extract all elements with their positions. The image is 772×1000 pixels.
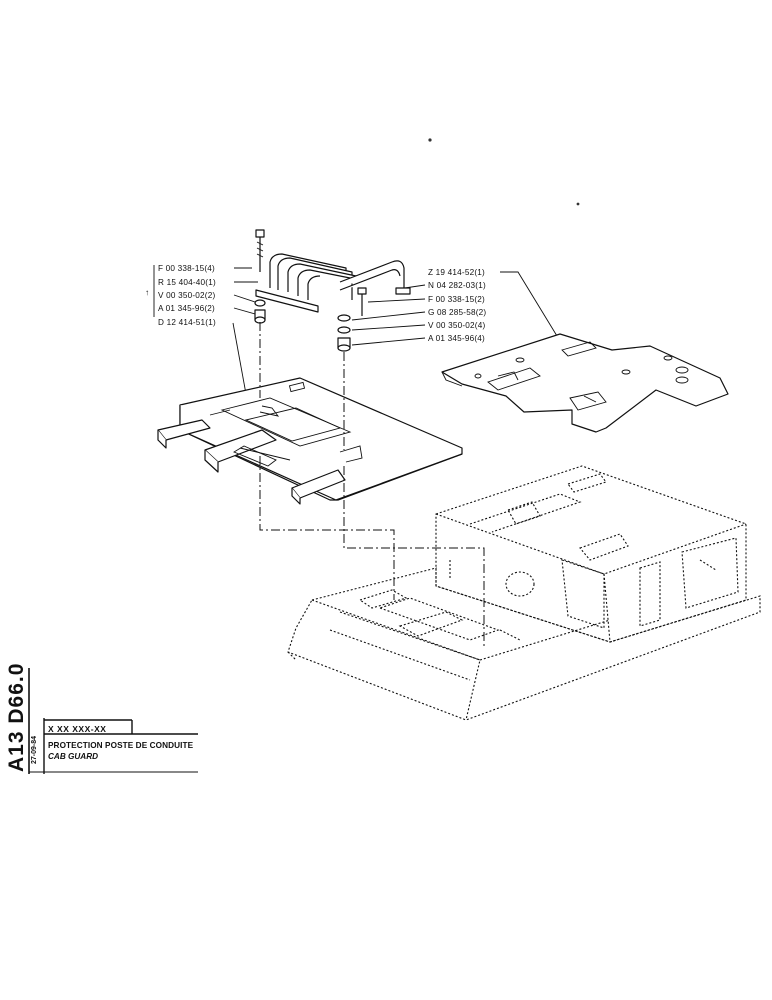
registration-dot — [576, 202, 580, 206]
cab-guard-plate — [157, 377, 463, 505]
part-label: N 04 282-03(1) — [428, 281, 486, 290]
title-block-frame — [28, 668, 198, 774]
part-label: R 15 404-40(1) — [158, 278, 216, 287]
serial-number: X XX XXX-XX — [48, 724, 107, 734]
part-label: V 00 350-02(4) — [428, 321, 485, 330]
left-callout-bracket: ↑ — [145, 265, 155, 317]
part-label: A 01 345-96(2) — [158, 304, 215, 313]
drawing-code-text: A13 D66.0 — [5, 662, 28, 772]
drawing-date: 27-09-84 — [30, 718, 42, 774]
registration-dot — [428, 138, 432, 142]
part-label: A 01 345-96(4) — [428, 334, 485, 343]
title-block — [0, 668, 200, 774]
floor-mat — [441, 333, 729, 433]
part-label: G 08 285-58(2) — [428, 308, 486, 317]
left-leader-lines — [232, 267, 258, 395]
part-label: D 12 414-51(1) — [158, 318, 216, 327]
drawing-code: A13 D66.0 — [2, 663, 28, 774]
part-label: V 00 350-02(2) — [158, 291, 215, 300]
machine-body — [287, 465, 761, 721]
assembly-center-lines — [259, 322, 485, 648]
part-note-arrow: ↑ — [145, 288, 149, 297]
right-leader-lines — [351, 271, 558, 346]
part-label: F 00 338-15(4) — [158, 264, 215, 273]
title-french: PROTECTION POSTE DE CONDUITE — [48, 741, 194, 750]
drawing-date-text: 27-09-84 — [31, 735, 38, 764]
part-label: F 00 338-15(2) — [428, 295, 485, 304]
guard-rail-assembly — [254, 229, 411, 352]
part-label: Z 19 414-52(1) — [428, 268, 485, 277]
title-english: CAB GUARD — [48, 752, 99, 761]
